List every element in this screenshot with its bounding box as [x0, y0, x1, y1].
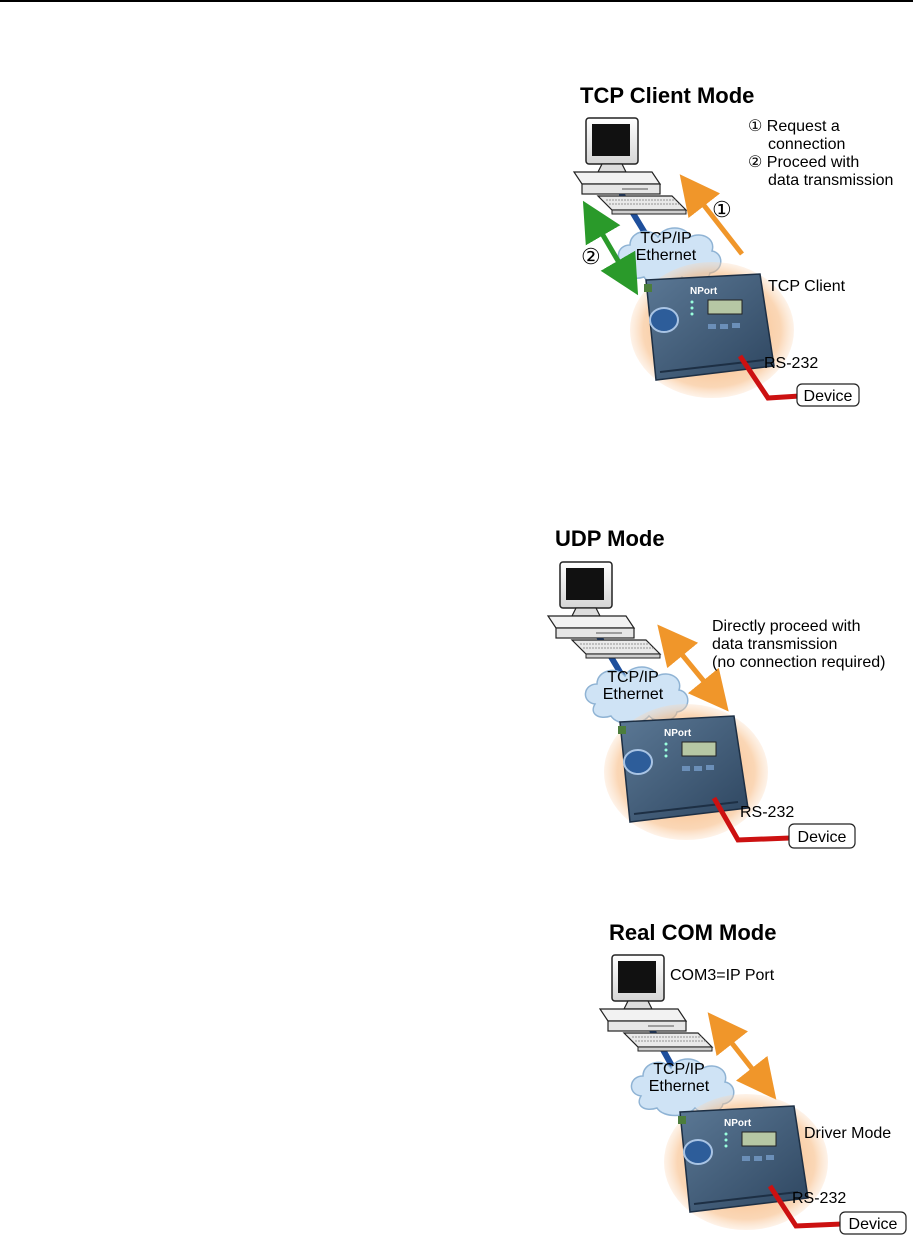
data-arrow-icon: [657, 624, 729, 712]
note-line-2: data transmission: [712, 636, 837, 653]
desktop-computer-icon: [573, 117, 687, 215]
serial-cable: [711, 796, 791, 843]
note-line-2: connection: [768, 136, 845, 153]
device-box-label: Device: [804, 388, 853, 405]
note-line-3: ② Proceed with: [748, 154, 859, 171]
nport-server-icon: [663, 1093, 829, 1231]
data-arrow-icon: [707, 1012, 777, 1100]
data-arrow-icon: [582, 200, 639, 296]
step2-marker: ②: [581, 244, 601, 269]
serial-cable: [767, 1184, 843, 1229]
device-box: [796, 383, 860, 407]
cloud-label-line2: Ethernet: [649, 1078, 710, 1095]
cloud-label-line2: Ethernet: [603, 686, 664, 703]
serial-label: RS-232: [740, 804, 794, 821]
top-rule: [0, 0, 913, 2]
pc-port-label: COM3=IP Port: [670, 967, 775, 984]
device-box: [788, 823, 856, 849]
request-arrow-icon: [679, 174, 744, 256]
note-line-1: ① Request a: [748, 118, 840, 135]
cloud-label-line1: TCP/IP: [640, 230, 692, 247]
device-box: [839, 1211, 907, 1235]
section-title: UDP Mode: [555, 526, 665, 551]
note-line-4: data transmission: [768, 172, 893, 189]
desktop-computer-icon: [547, 561, 661, 659]
serial-label: RS-232: [764, 355, 818, 372]
udp-section: UDP Mode TCP/IP Ethernet Directly procee…: [547, 526, 885, 849]
note-line-1: Directly proceed with: [712, 618, 861, 635]
serial-cable: [737, 354, 801, 401]
device-mode-label: TCP Client: [768, 278, 846, 295]
serial-label: RS-232: [792, 1190, 846, 1207]
device-box-label: Device: [798, 829, 847, 846]
cloud-label-line1: TCP/IP: [607, 669, 659, 686]
device-mode-label: Driver Mode: [804, 1125, 891, 1142]
tcp-client-section: TCP Client Mode TCP/IP Ethernet ① ② ① Re…: [573, 83, 893, 407]
cloud-label-line2: Ethernet: [636, 247, 697, 264]
cloud-label-line1: TCP/IP: [653, 1061, 705, 1078]
real-com-section: Real COM Mode COM3=IP Port TCP/IP Ethern…: [599, 920, 907, 1235]
device-box-label: Device: [849, 1216, 898, 1233]
section-title: Real COM Mode: [609, 920, 776, 945]
step1-marker: ①: [712, 197, 732, 222]
note-line-3: (no connection required): [712, 654, 885, 671]
section-title: TCP Client Mode: [580, 83, 754, 108]
